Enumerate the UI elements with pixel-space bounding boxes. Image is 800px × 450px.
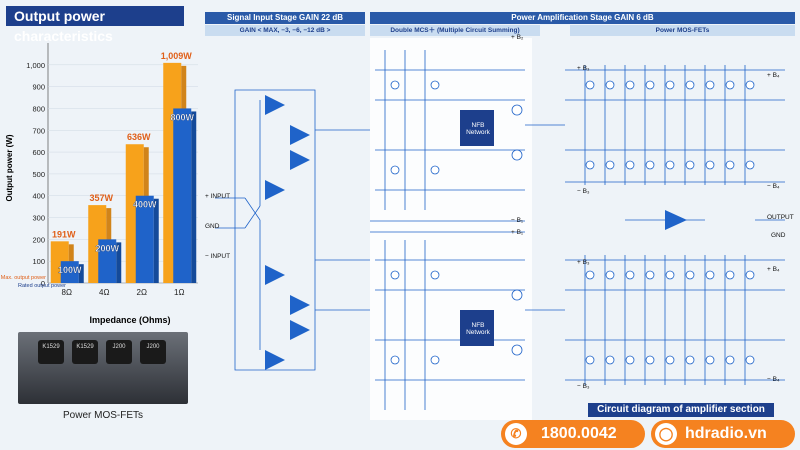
circuit-diagram: Signal Input Stage GAIN 22 dB GAIN < MAX…: [205, 10, 795, 420]
rail-b4-bottom: + B₄: [767, 266, 780, 273]
output-power-chart: Output power (W) Impedance (Ohms) 0 100 20…: [1, 43, 198, 325]
x-tick-label: 1Ω: [174, 288, 184, 297]
chart-title: Output power characteristics: [6, 6, 184, 44]
bar-rated-side: [191, 111, 197, 283]
output-label: OUTPUT: [767, 214, 794, 221]
signal-gain-subheader: GAIN < MAX, −3, −6, −12 dB >: [205, 25, 365, 36]
bar-rated-side: [116, 242, 122, 283]
y-axis-label: Output power (W): [5, 134, 14, 201]
legend-rated: Rated output power: [18, 283, 66, 289]
nfb-network-top: NFB Network: [466, 122, 490, 136]
bar-rated: [60, 261, 79, 283]
y-tick-label: 300: [32, 214, 45, 223]
legend-max: Max. output power: [1, 275, 46, 281]
website-text: hdradio.vn: [685, 425, 767, 442]
y-tick-label: 500: [32, 170, 45, 179]
rated-value-label: 200W: [95, 243, 119, 253]
y-tick-label: 400: [32, 192, 45, 201]
y-tick-label: 100: [32, 257, 45, 266]
power-stage-header: Power Amplification Stage GAIN 6 dB: [370, 12, 795, 24]
rail-b3-top: + B₃: [577, 65, 590, 72]
input-plus-label: + INPUT: [205, 193, 231, 200]
bar-rated-side: [153, 198, 159, 283]
mcs-subheader: Double MCS＋ (Multiple Circuit Summing): [370, 25, 540, 36]
y-tick-label: 800: [32, 104, 45, 113]
max-value-label: 357W: [89, 193, 113, 203]
photo-caption: Power MOS-FETs: [62, 410, 143, 421]
y-tick-label: 900: [32, 83, 45, 92]
rated-value-label: 400W: [133, 200, 157, 210]
input-minus-label: − INPUT: [205, 253, 231, 260]
rail-b4n-top: − B₄: [767, 183, 780, 190]
rail-b3n-bottom: − B₃: [577, 383, 590, 390]
website-link[interactable]: ◯ hdradio.vn: [651, 420, 795, 448]
phone-number: 1800.0042: [541, 425, 617, 442]
gnd-input-label: GND: [205, 223, 220, 230]
gnd-output-label: GND: [771, 232, 786, 239]
contact-bar: ✆ 1800.0042 ◯ hdradio.vn: [495, 418, 800, 450]
rail-b2-top: + B₂: [511, 34, 524, 41]
globe-icon: ◯: [655, 423, 677, 445]
rail-b3n-top: − B₃: [577, 188, 590, 195]
y-tick-label: 0: [41, 279, 45, 288]
rail-b1-pos: + B₁: [511, 229, 524, 236]
x-axis-label: Impedance (Ohms): [89, 315, 170, 325]
max-value-label: 191W: [52, 229, 76, 239]
x-tick-label: 2Ω: [137, 288, 147, 297]
y-tick-label: 1,000: [26, 61, 45, 70]
rail-b1-neg: − B₁: [511, 217, 524, 224]
y-tick-label: 700: [32, 126, 45, 135]
rail-b3-bottom: + B₃: [577, 259, 590, 266]
y-tick-label: 200: [32, 235, 45, 244]
mosfet-chip: J200: [140, 340, 166, 364]
y-tick-label: 600: [32, 148, 45, 157]
bar-rated: [135, 195, 154, 283]
nfb-network-bottom: NFB Network: [466, 322, 490, 336]
fets-subheader: Power MOS-FETs: [570, 25, 795, 36]
rail-b4n-bottom: − B₄: [767, 376, 780, 383]
mosfet-chip: K1529: [38, 340, 64, 364]
rated-value-label: 100W: [58, 265, 82, 275]
rated-value-label: 800W: [170, 112, 194, 122]
signal-stage-header: Signal Input Stage GAIN 22 dB: [205, 12, 365, 24]
schematic-lines: [215, 38, 785, 420]
phone-button[interactable]: ✆ 1800.0042: [501, 420, 645, 448]
max-value-label: 1,009W: [161, 51, 193, 61]
rail-b4-top: + B₄: [767, 72, 780, 79]
x-tick-label: 4Ω: [99, 288, 109, 297]
max-value-label: 636W: [127, 132, 151, 142]
bar-rated: [173, 108, 192, 283]
bar-rated-side: [78, 264, 84, 283]
mosfet-chip: K1529: [72, 340, 98, 364]
mosfet-chip: J200: [106, 340, 132, 364]
bar-rated: [98, 239, 117, 283]
mosfet-photo: K1529 K1529 J200 J200: [18, 332, 188, 404]
x-tick-label: 8Ω: [62, 288, 72, 297]
diagram-caption: Circuit diagram of amplifier section: [588, 403, 774, 417]
phone-icon: ✆: [505, 423, 527, 445]
